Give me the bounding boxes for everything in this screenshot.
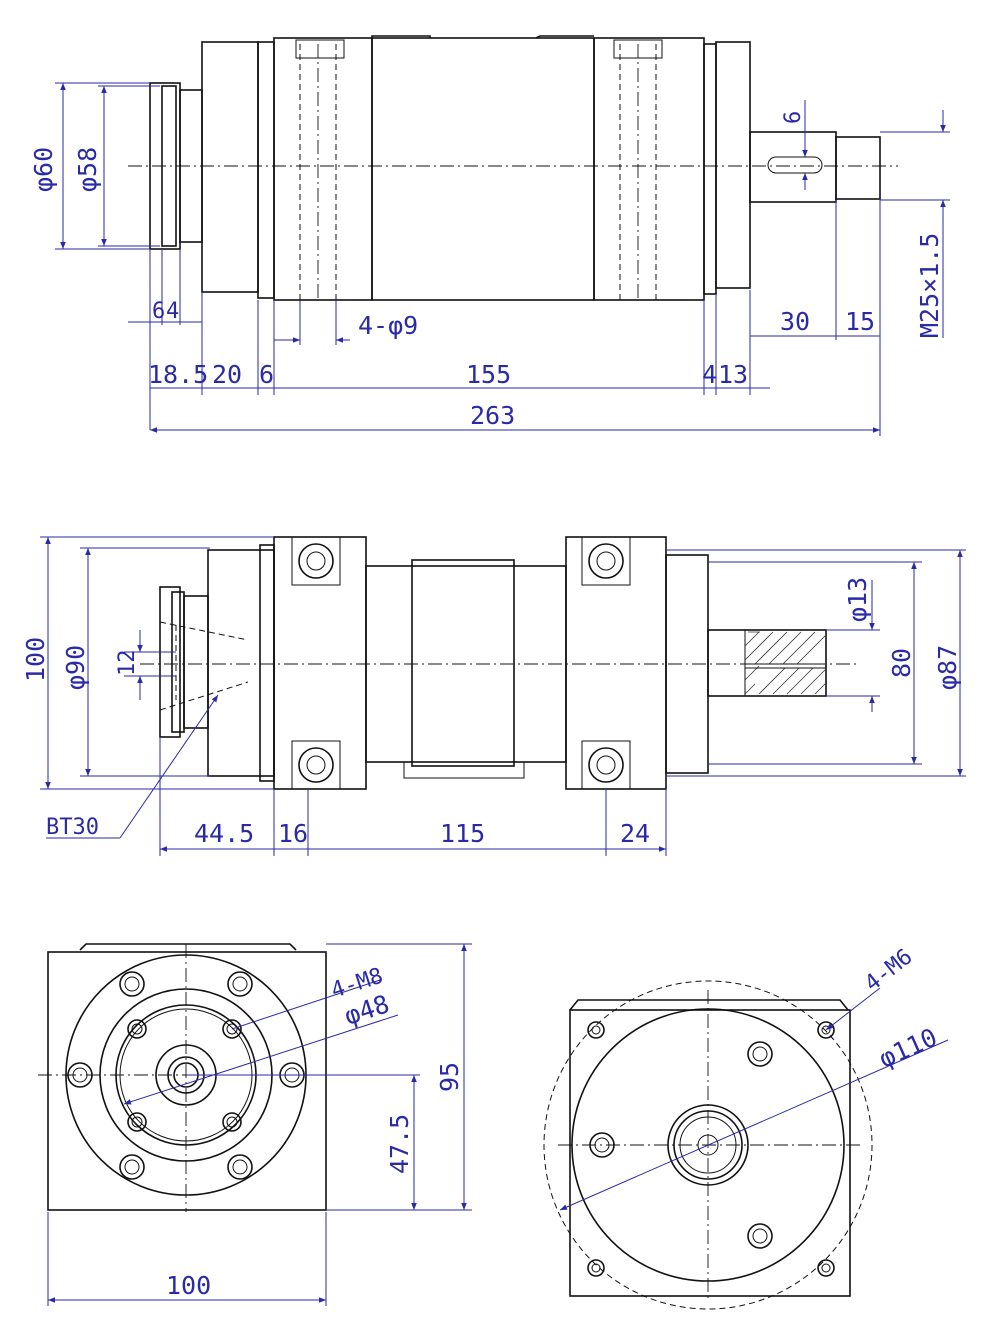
dim-4-rear: 4 — [702, 360, 717, 389]
dim-4-phi9: 4-φ9 — [358, 311, 418, 340]
dim-phi60: φ60 — [29, 147, 58, 192]
dim-24: 24 — [620, 819, 650, 848]
dim-phi90: φ90 — [61, 645, 90, 690]
dim-115: 115 — [440, 819, 485, 848]
dim-4-nose: 4 — [166, 299, 179, 324]
front-view: 4-M8 φ48 95 47.5 100 — [38, 943, 472, 1306]
dim-6-nose: 6 — [152, 299, 165, 324]
dim-4-m6: 4-M6 — [860, 944, 917, 996]
dim-phi13: φ13 — [843, 577, 872, 622]
dim-18-5: 18.5 — [148, 360, 208, 389]
dim-100-front: 100 — [166, 1271, 211, 1300]
dim-16: 16 — [278, 819, 308, 848]
dim-13: 13 — [718, 360, 748, 389]
dim-12: 12 — [115, 650, 140, 677]
label-bt30: BT30 — [46, 815, 99, 840]
dim-phi87: φ87 — [933, 645, 962, 690]
dim-44-5: 44.5 — [194, 819, 254, 848]
dim-47-5: 47.5 — [385, 1114, 414, 1174]
dim-key-6: 6 — [781, 111, 806, 124]
dim-6-flange: 6 — [259, 360, 274, 389]
dim-263: 263 — [470, 401, 515, 430]
dim-20: 20 — [212, 360, 242, 389]
dim-phi110: φ110 — [875, 1022, 942, 1073]
dim-phi58: φ58 — [73, 147, 102, 192]
side-view: 100 φ90 12 BT30 44.5 16 115 24 φ13 — [21, 536, 966, 856]
dim-15: 15 — [845, 307, 875, 336]
dim-95: 95 — [435, 1062, 464, 1092]
dim-30: 30 — [780, 307, 810, 336]
dim-m25: M25×1.5 — [915, 233, 944, 338]
dim-155: 155 — [466, 360, 511, 389]
top-view: φ60 φ58 6 4 4-φ9 18.5 20 6 155 4 13 263 — [29, 35, 950, 436]
dim-80: 80 — [887, 648, 916, 678]
dim-100-side: 100 — [21, 637, 50, 682]
rear-view: 4-M6 φ110 — [543, 944, 949, 1310]
